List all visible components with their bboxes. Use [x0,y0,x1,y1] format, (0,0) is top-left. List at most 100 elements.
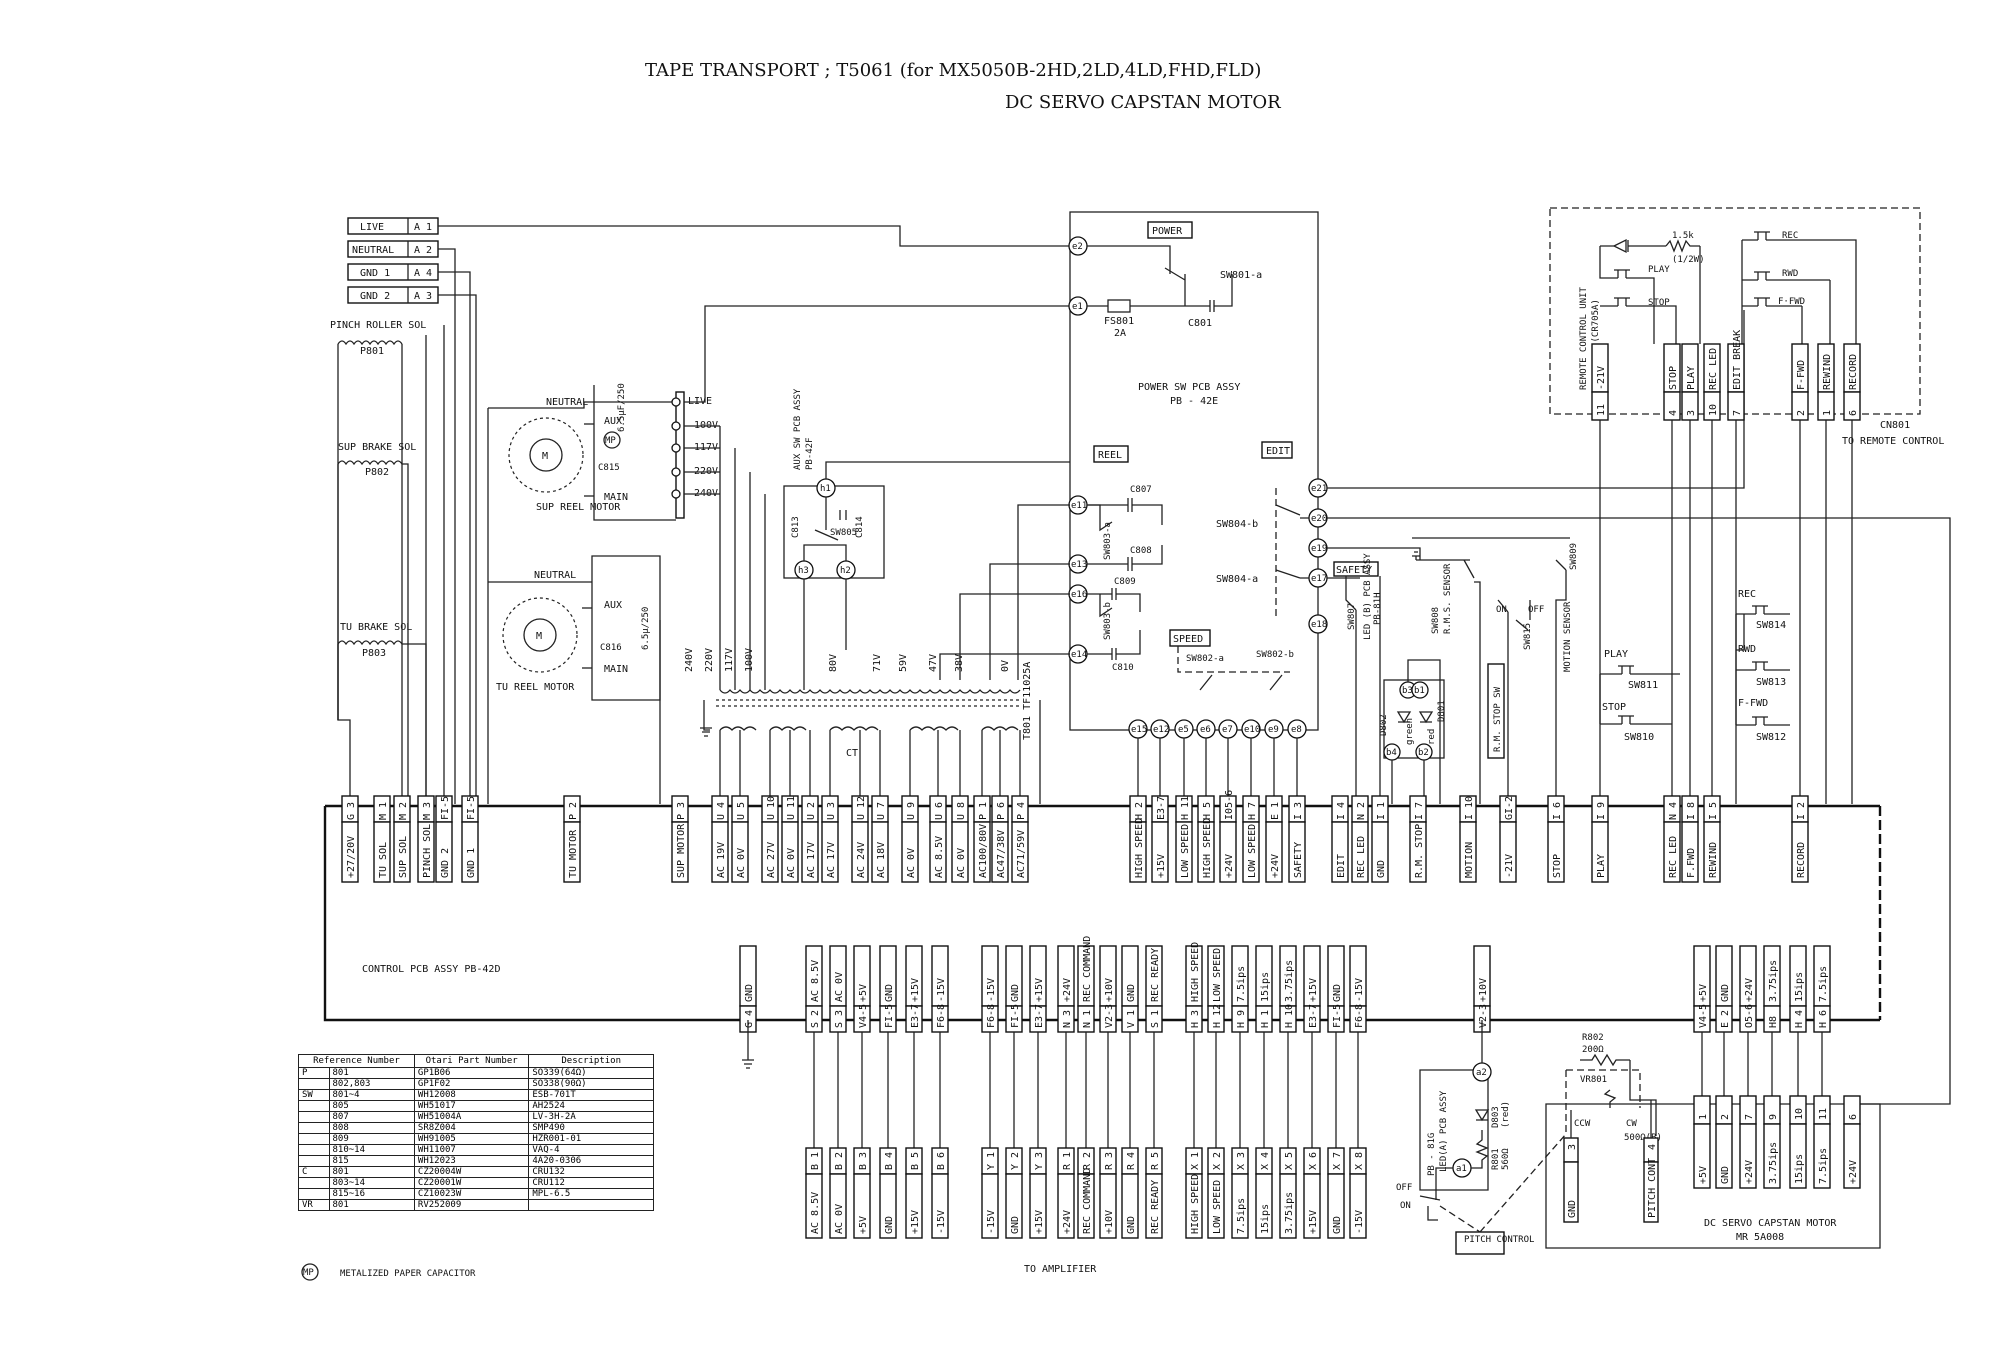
d801: D801 [1437,700,1447,722]
top-pin-id: N 4 [1668,802,1679,820]
top-pin-label: AC 0V [736,848,747,878]
power-pcb-label: POWER SW PCB ASSY [1138,382,1240,393]
sup-main: MAIN [604,492,628,503]
bottom-pin-label: REC READY [1150,948,1161,1002]
bottom-pin-label: -15V [986,978,997,1002]
top-pin-id: U 4 [716,802,727,820]
top-pin-id: U 12 [856,796,867,820]
bottom-pin-label: 3.75ips [1284,960,1295,1002]
ref-category: SW [298,1089,330,1101]
sw815: SW815 [1523,623,1533,650]
bottom-pin-id: H 10 [1284,1004,1295,1028]
remote-pin-num: 4 [1668,410,1679,416]
bottom-pin-id: G 4 [744,1010,755,1028]
remote-pin-label: STOP [1668,366,1679,390]
pitch-cw: CW [1626,1119,1637,1129]
amp-pin-id: X 2 [1212,1152,1223,1170]
capstan-pin-label: 15ips [1794,1154,1805,1184]
top-pin-id: U 10 [766,796,777,820]
e1: e1 [1072,302,1083,312]
top-pin-label: R.M. STOP [1414,824,1425,878]
aux-sw805: SW805 [830,528,857,538]
capstan-pin-label: +5V [1698,1166,1709,1184]
amp-pin-label-box [1279,1173,1297,1239]
input-neutral: NEUTRAL [352,245,394,256]
led-b-model: PB-81H [1373,592,1383,625]
power-label: POWER [1152,226,1183,237]
fs801: FS801 [1104,316,1134,327]
top-pin-label-box [1547,821,1565,883]
part-number: WH12008 [413,1089,530,1101]
vr801: VR801 [1580,1075,1607,1085]
aux-c813: C813 [791,516,801,538]
front-panel-switches: REC SW814 RWD SW813 F-FWD SW812 PLAY SW8… [1599,589,1790,743]
amp-pin-label: REC READY [1150,1180,1161,1234]
capstan-pin-label-box [1763,1123,1781,1189]
part-number: SR8Z004 [413,1122,530,1134]
pitch-vr: R802 200Ω VR801 CCW CW 500Ω(B) [1565,1033,1662,1143]
amp-pin-label-box [1121,1173,1139,1239]
front-sw811: SW811 [1628,680,1658,691]
top-pin-id: I 9 [1596,802,1607,820]
top-pin-label-box [871,821,889,883]
top-pin-id: FI-5 [466,796,477,820]
top-pin-label-box [1242,821,1260,883]
top-pin-id: U 5 [736,802,747,820]
description: AH2524 [528,1100,654,1112]
top-pin-label: SAFETY [1293,842,1304,878]
top-pin-label: PLAY [1596,854,1607,878]
part-number: WH12023 [413,1155,530,1167]
title-line-1: TAPE TRANSPORT ; T5061 (for MX5050B-2HD,… [645,60,1261,81]
sw809: SW809 [1569,543,1579,570]
tu-motor-symbol-icon: M [536,631,542,642]
control-pcb-label: CONTROL PCB ASSY PB-42D [362,964,500,975]
amp-pin-label: 3.75ips [1284,1192,1295,1234]
front-sw810: SW810 [1624,732,1654,743]
cap-pitch-lbl: PITCH CONT [1647,1158,1658,1218]
e8: e8 [1291,725,1302,735]
top-pin-label: RECORD [1796,842,1807,878]
remote-pin-num: 1 [1822,410,1833,416]
aux-c814: C814 [855,516,865,538]
bottom-pin-id: H 4 [1794,1010,1805,1028]
top-pin-id: I 4 [1336,802,1347,820]
tu-aux: AUX [604,600,622,611]
top-pin-label: F.FWD [1686,848,1697,878]
description [528,1199,654,1211]
front-rec: REC [1738,589,1756,600]
to-remote-control: TO REMOTE CONTROL [1842,436,1944,447]
top-pin-label: +27/20V [346,836,357,878]
c815-val: 6.5μF/250 [617,383,627,432]
edit-label: EDIT [1266,446,1290,457]
top-pin-id: U 3 [826,802,837,820]
capstan-pin-num: 11 [1818,1108,1829,1120]
e5: e5 [1178,725,1189,735]
a2: a2 [1476,1068,1487,1078]
bottom-pin-label: -15V [1354,978,1365,1002]
description: SMP490 [528,1122,654,1134]
reference-table-wrap: Reference Number Otari Part Number Descr… [298,1054,654,1211]
led-a-model: PB - 81G [1427,1133,1437,1176]
bottom-pin-label: +24V [1062,978,1073,1002]
c810: C810 [1112,663,1134,673]
top-pin-id: U 11 [786,796,797,820]
top-pin-label-box [1591,821,1609,883]
safety-led-b: SAFETY SW807 LED (B) PCB ASSY PB-81H b3 … [1333,553,1447,804]
top-pin-label: PINCH SOL [422,824,433,878]
top-pin-id: I 1 [1376,802,1387,820]
remote-title: REMOTE CONTROL UNIT [1579,286,1589,390]
capstan-pin-num: 2 [1720,1114,1731,1120]
bottom-pin-id: H 1 [1260,1010,1271,1028]
sup-brake-ref: P802 [365,467,389,478]
description: SO338(90Ω) [528,1078,654,1090]
amp-pin-id: R 3 [1104,1152,1115,1170]
e15: e15 [1131,725,1147,735]
input-live-pin: A 1 [414,222,432,233]
tf-117v: 117V [724,648,735,672]
aux-h3: h3 [798,566,809,576]
c816-val: 6.5μ/250 [641,607,651,650]
bottom-pin-id: N 1 [1082,1010,1093,1028]
top-pin-label-box [1175,821,1193,883]
